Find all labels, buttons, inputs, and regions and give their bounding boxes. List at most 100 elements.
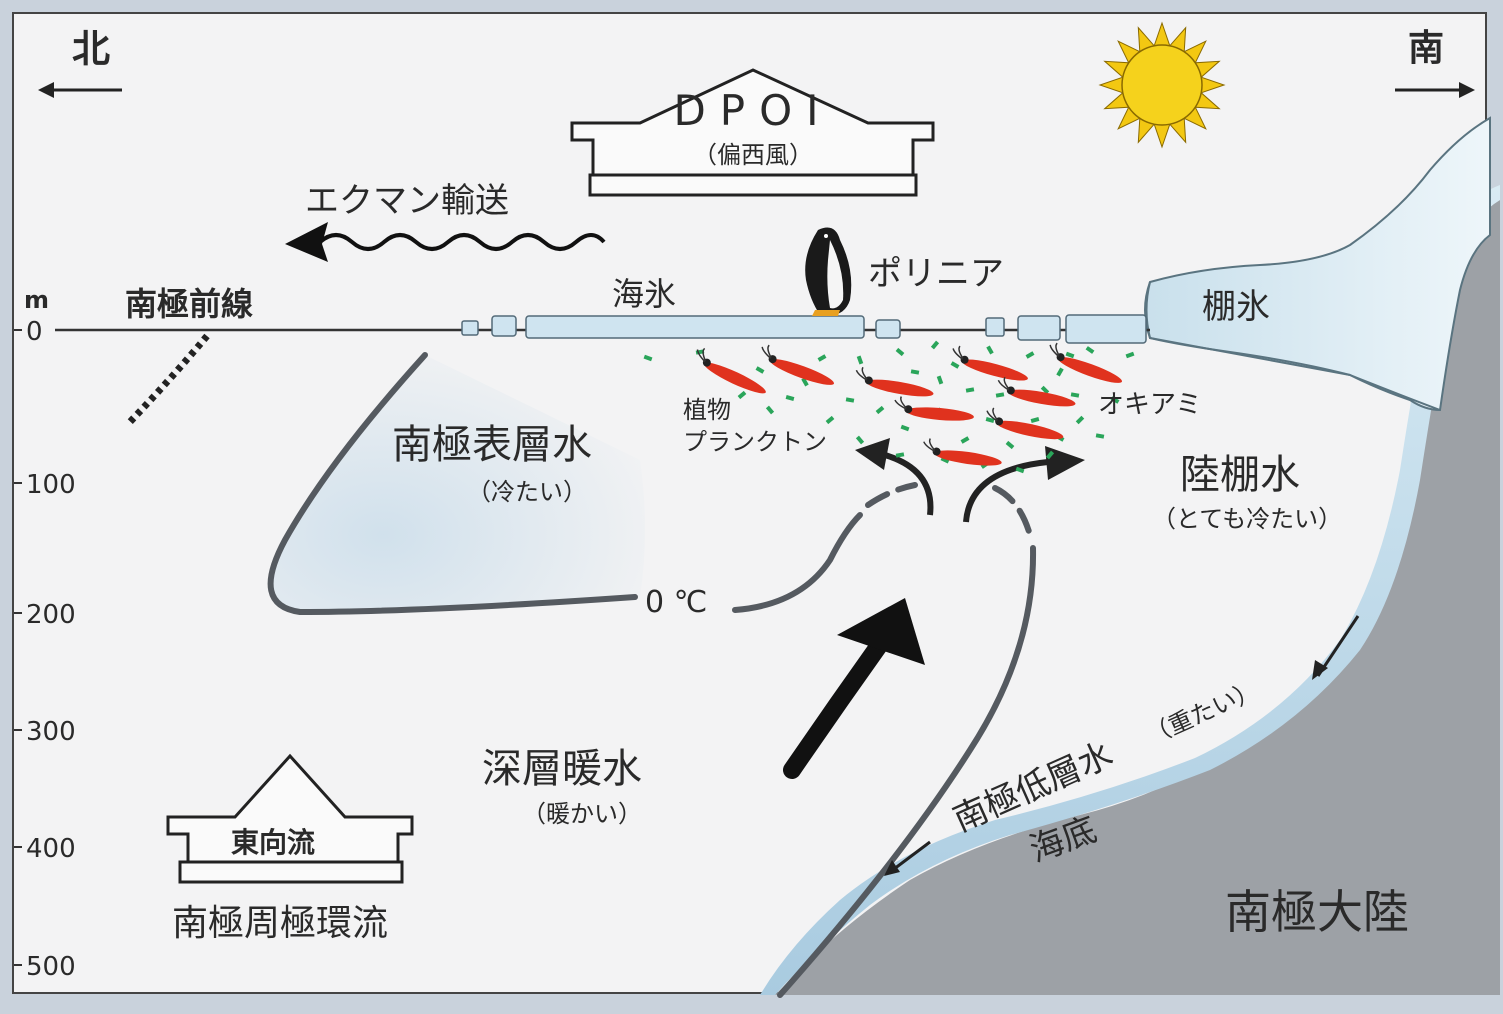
phytoplankton-dash [1005, 440, 1015, 450]
phytoplankton-dash [643, 354, 653, 362]
phytoplankton-dash [825, 415, 835, 425]
ekman-arrow-head [285, 222, 328, 262]
phytoplankton-dash [785, 395, 795, 401]
shelf-water-note: （とても冷たい） [1152, 505, 1342, 533]
phytoplankton-label-2: プランクトン [683, 428, 827, 456]
phytoplankton-dash [1015, 466, 1025, 474]
eastward-flow-shape [166, 753, 414, 884]
cdw-big-arrow [783, 621, 899, 779]
krill-icon [761, 344, 835, 385]
upwelling-arrow-left [884, 452, 934, 516]
ice-shelf-label: 棚氷 [1202, 287, 1270, 327]
krill-icon [894, 396, 974, 421]
upwelling-arrow-left-head [855, 438, 890, 470]
phytoplankton-dash [1056, 367, 1064, 377]
north-arrow-head [38, 82, 54, 98]
aabw-arrow-top-head [1312, 660, 1328, 680]
cdw-note: （暖かい） [522, 800, 642, 828]
krill-label: オキアミ [1098, 390, 1201, 420]
phytoplankton-dash [1085, 346, 1095, 354]
eastward-label: 東向流 [231, 826, 315, 859]
depth-axis [14, 329, 22, 966]
phytoplankton-dash [765, 405, 775, 415]
seafloor-shape [775, 200, 1500, 995]
dpoi-subtitle: （偏西風） [693, 141, 813, 169]
krill-icon [952, 345, 1028, 381]
phytoplankton-dash [737, 390, 747, 400]
cdw-big-arrow-head [837, 598, 925, 665]
phytoplankton-dash [1030, 417, 1040, 423]
ekman-label: エクマン輸送 [305, 181, 509, 221]
krill-icon [923, 438, 1002, 466]
isotherm-line-left [267, 352, 638, 616]
phytoplankton-dash [940, 456, 950, 464]
phytoplankton-dash [986, 345, 994, 355]
acc-label: 南極周極環流 [172, 903, 388, 944]
krill-icon [696, 347, 766, 394]
phytoplankton-dash [950, 361, 960, 369]
krill-icon [855, 366, 934, 397]
phytoplankton-dash [755, 366, 765, 374]
krill-icon [986, 407, 1064, 440]
phytoplankton-dash [1110, 396, 1120, 404]
phytoplankton-dash [1025, 351, 1035, 359]
upwelling-arrow-right-head [1045, 446, 1085, 480]
phytoplankton-dash [845, 397, 855, 403]
depth-tick-300: 300 [26, 717, 76, 747]
isotherm-line-right [777, 545, 1037, 998]
seafloor-ice-edge [760, 185, 1500, 995]
phytoplankton-dash [855, 435, 865, 445]
phytoplankton-dash [801, 377, 809, 387]
phytoplankton-dash [1095, 433, 1105, 439]
phytoplankton-dash [856, 355, 864, 365]
isotherm-fill [270, 355, 645, 612]
antarctic-front-mark [125, 333, 210, 427]
cdw-label: 深層暖水 [482, 746, 642, 792]
polynya-label: ポリニア [868, 254, 1004, 294]
phytoplankton-dash [817, 354, 827, 362]
krill-icon [1049, 342, 1123, 383]
phytoplankton-dash [895, 347, 905, 357]
depth-unit: m [24, 286, 49, 314]
dpoi-title: DPOI [673, 86, 832, 135]
phytoplankton-dash [985, 417, 995, 423]
ekman-wave [318, 233, 606, 251]
aabw-arrow-bottom [889, 840, 931, 874]
isotherm-dash-left [865, 482, 918, 508]
south-arrow-head [1459, 82, 1475, 98]
phytoplankton-label-1: 植物 [683, 396, 731, 424]
sea-ice-floes [461, 314, 1147, 344]
phytoplankton-dash [936, 375, 944, 385]
depth-tick-0: 0 [26, 317, 43, 347]
depth-tick-400: 400 [26, 834, 76, 864]
depth-tick-100: 100 [26, 470, 76, 500]
isotherm-dash-right [992, 485, 1033, 538]
krill-group [696, 342, 1123, 466]
sea-ice-label: 海氷 [612, 275, 676, 313]
phytoplankton-dash [1125, 351, 1135, 359]
aasw-label: 南極表層水 [392, 422, 592, 468]
south-label: 南 [1408, 28, 1444, 69]
dpoi-wind-shape [570, 68, 935, 197]
penguin-icon [805, 227, 852, 316]
phytoplankton-group [643, 340, 1135, 474]
krill-icon [997, 376, 1076, 407]
phytoplankton-dash [960, 436, 970, 444]
depth-tick-500: 500 [26, 952, 76, 982]
phytoplankton-dash [895, 452, 905, 458]
phytoplankton-dash [930, 340, 940, 350]
ice-shelf-shape [1145, 116, 1491, 412]
depth-tick-200: 200 [26, 600, 76, 630]
isotherm-line-mid [732, 512, 863, 613]
phytoplankton-dash [1045, 450, 1055, 460]
phytoplankton-dash [875, 405, 885, 415]
sun-icon [1098, 21, 1226, 149]
aasw-note: （冷たい） [467, 478, 587, 506]
phytoplankton-dash [1070, 392, 1080, 398]
antarctic-front-label: 南極前線 [125, 285, 253, 323]
phytoplankton-dash [995, 392, 1005, 398]
phytoplankton-dash [1040, 385, 1050, 395]
phytoplankton-dash [965, 387, 975, 393]
